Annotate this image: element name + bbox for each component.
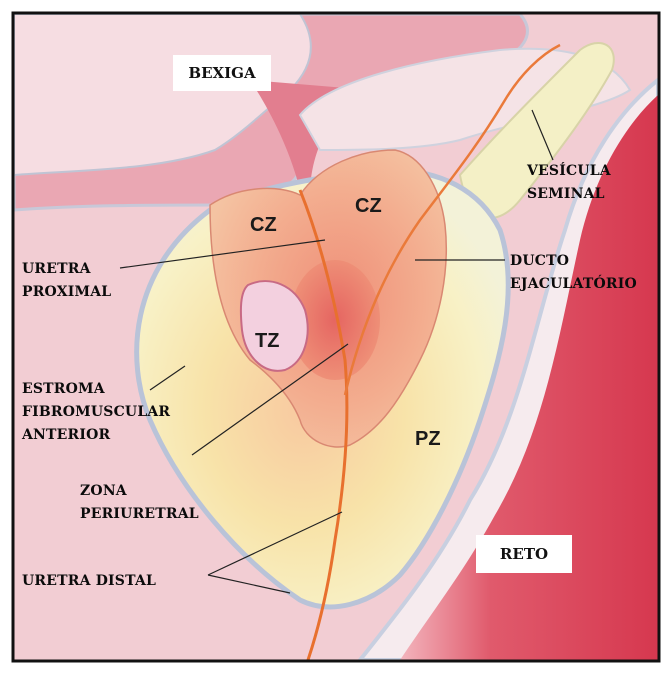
uretra-proximal-label: URETRA PROXIMAL [22, 258, 111, 304]
vesicula-seminal-label: VESÍCULA SEMINAL [527, 160, 611, 206]
transition-zone-label: TZ [255, 330, 279, 353]
central-zone-right-label: CZ [355, 195, 382, 218]
peripheral-zone-label: PZ [415, 428, 441, 451]
bladder-label: BEXIGA [173, 55, 271, 91]
zona-periuretral-label: ZONA PERIURETRAL [80, 480, 199, 526]
rectum-label: RETO [476, 535, 572, 573]
uretra-distal-label: URETRA DISTAL [22, 570, 156, 593]
estroma-label: ESTROMA FIBROMUSCULAR ANTERIOR [22, 378, 170, 447]
central-zone-left-label: CZ [250, 214, 277, 237]
ducto-ejaculatorio-label: DUCTO EJACULATÓRIO [510, 250, 637, 296]
